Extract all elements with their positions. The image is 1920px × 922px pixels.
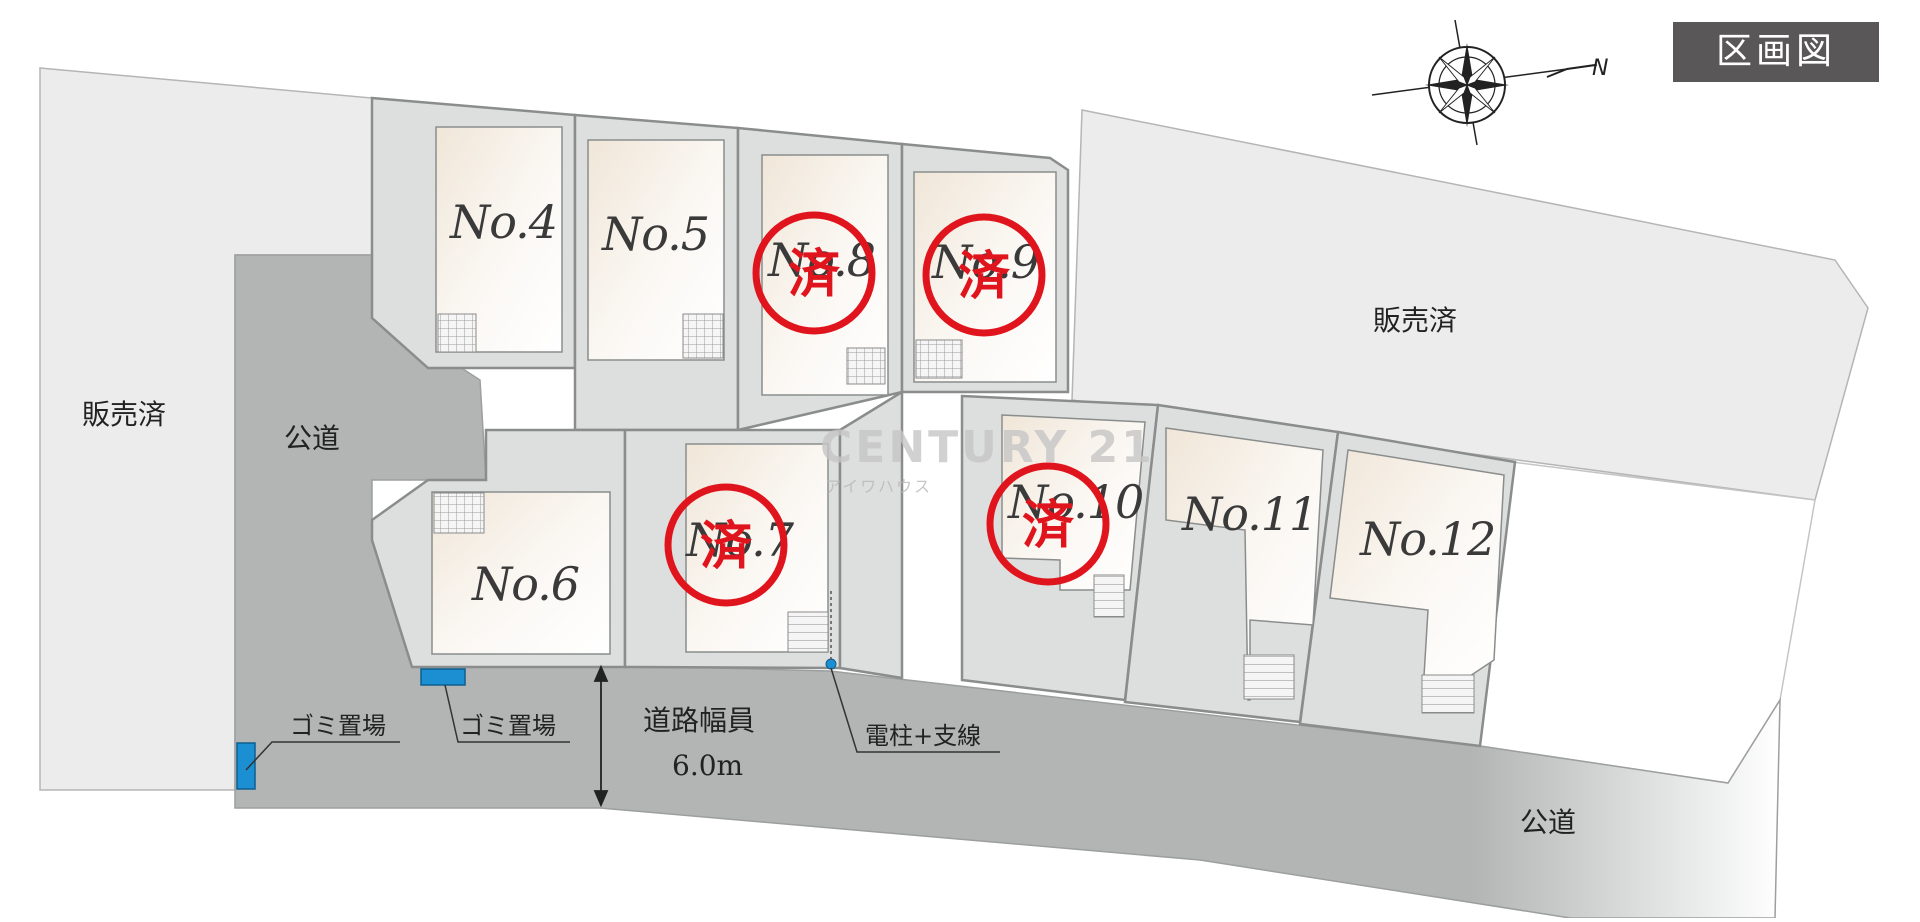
steps-no7 [787, 611, 829, 653]
watermark-brand: CENTURY 21 [820, 422, 1155, 473]
utility-pole-label: 電柱+支線 [865, 722, 981, 750]
terrace-no9 [915, 339, 963, 379]
sold-area-right [1071, 109, 1869, 501]
lot-label-no6: No.6 [471, 557, 579, 611]
road-width-value: 6.0m [672, 749, 743, 782]
garbage-spot-2 [420, 668, 466, 686]
steps-no12 [1421, 674, 1475, 714]
lot-label-no10: No.10 [1007, 475, 1143, 529]
lot-label-no4: No.4 [449, 195, 557, 249]
road-width-dimension [593, 664, 609, 808]
public-road-left-label: 公道 [284, 422, 340, 455]
steps-no11 [1243, 654, 1295, 700]
house-no11 [1165, 427, 1324, 701]
terrace-no6 [433, 492, 485, 534]
svg-text:済: 済 [788, 244, 841, 305]
sold-stamp-no8: 済 [752, 211, 876, 335]
garbage-1-leader [245, 741, 400, 771]
sold-area-left-label: 販売済 [82, 398, 166, 431]
svg-text:済: 済 [958, 246, 1011, 307]
steps-no10 [1093, 574, 1125, 618]
compass-rose-icon [1371, 19, 1598, 146]
compass-north-label: N [1592, 56, 1608, 81]
road-width-title: 道路幅員 [643, 704, 755, 737]
watermark-company: アイワハウス [825, 477, 932, 496]
lot-label-no5: No.5 [601, 207, 709, 261]
terrace-no8 [846, 347, 886, 385]
svg-text:済: 済 [1022, 495, 1075, 556]
garbage-spot-1 [236, 742, 256, 790]
garbage-1-label: ゴミ置場 [290, 712, 386, 740]
page-title: 区画図 [1673, 22, 1879, 82]
lot-label-no12: No.12 [1359, 512, 1495, 566]
garbage-2-leader [444, 684, 570, 743]
terrace-no4 [437, 313, 477, 353]
lot-label-no8: No.8 [767, 233, 875, 287]
access-path [838, 389, 904, 680]
sold-area-right-label: 販売済 [1373, 304, 1457, 337]
sold-stamp-no9: 済 [922, 213, 1046, 337]
lot-label-no11: No.11 [1181, 487, 1317, 541]
sold-stamp-no10: 済 [986, 462, 1110, 586]
pole-leader [830, 667, 1000, 753]
public-road [234, 254, 1781, 919]
public-road-bottom-label: 公道 [1520, 806, 1576, 839]
svg-text:済: 済 [700, 516, 753, 577]
terrace-no5 [682, 313, 724, 359]
sold-stamp-no7: 済 [664, 483, 788, 607]
lot-label-no9: No.9 [931, 235, 1039, 289]
utility-pole-marker [825, 658, 837, 670]
garbage-2-label: ゴミ置場 [460, 712, 556, 740]
